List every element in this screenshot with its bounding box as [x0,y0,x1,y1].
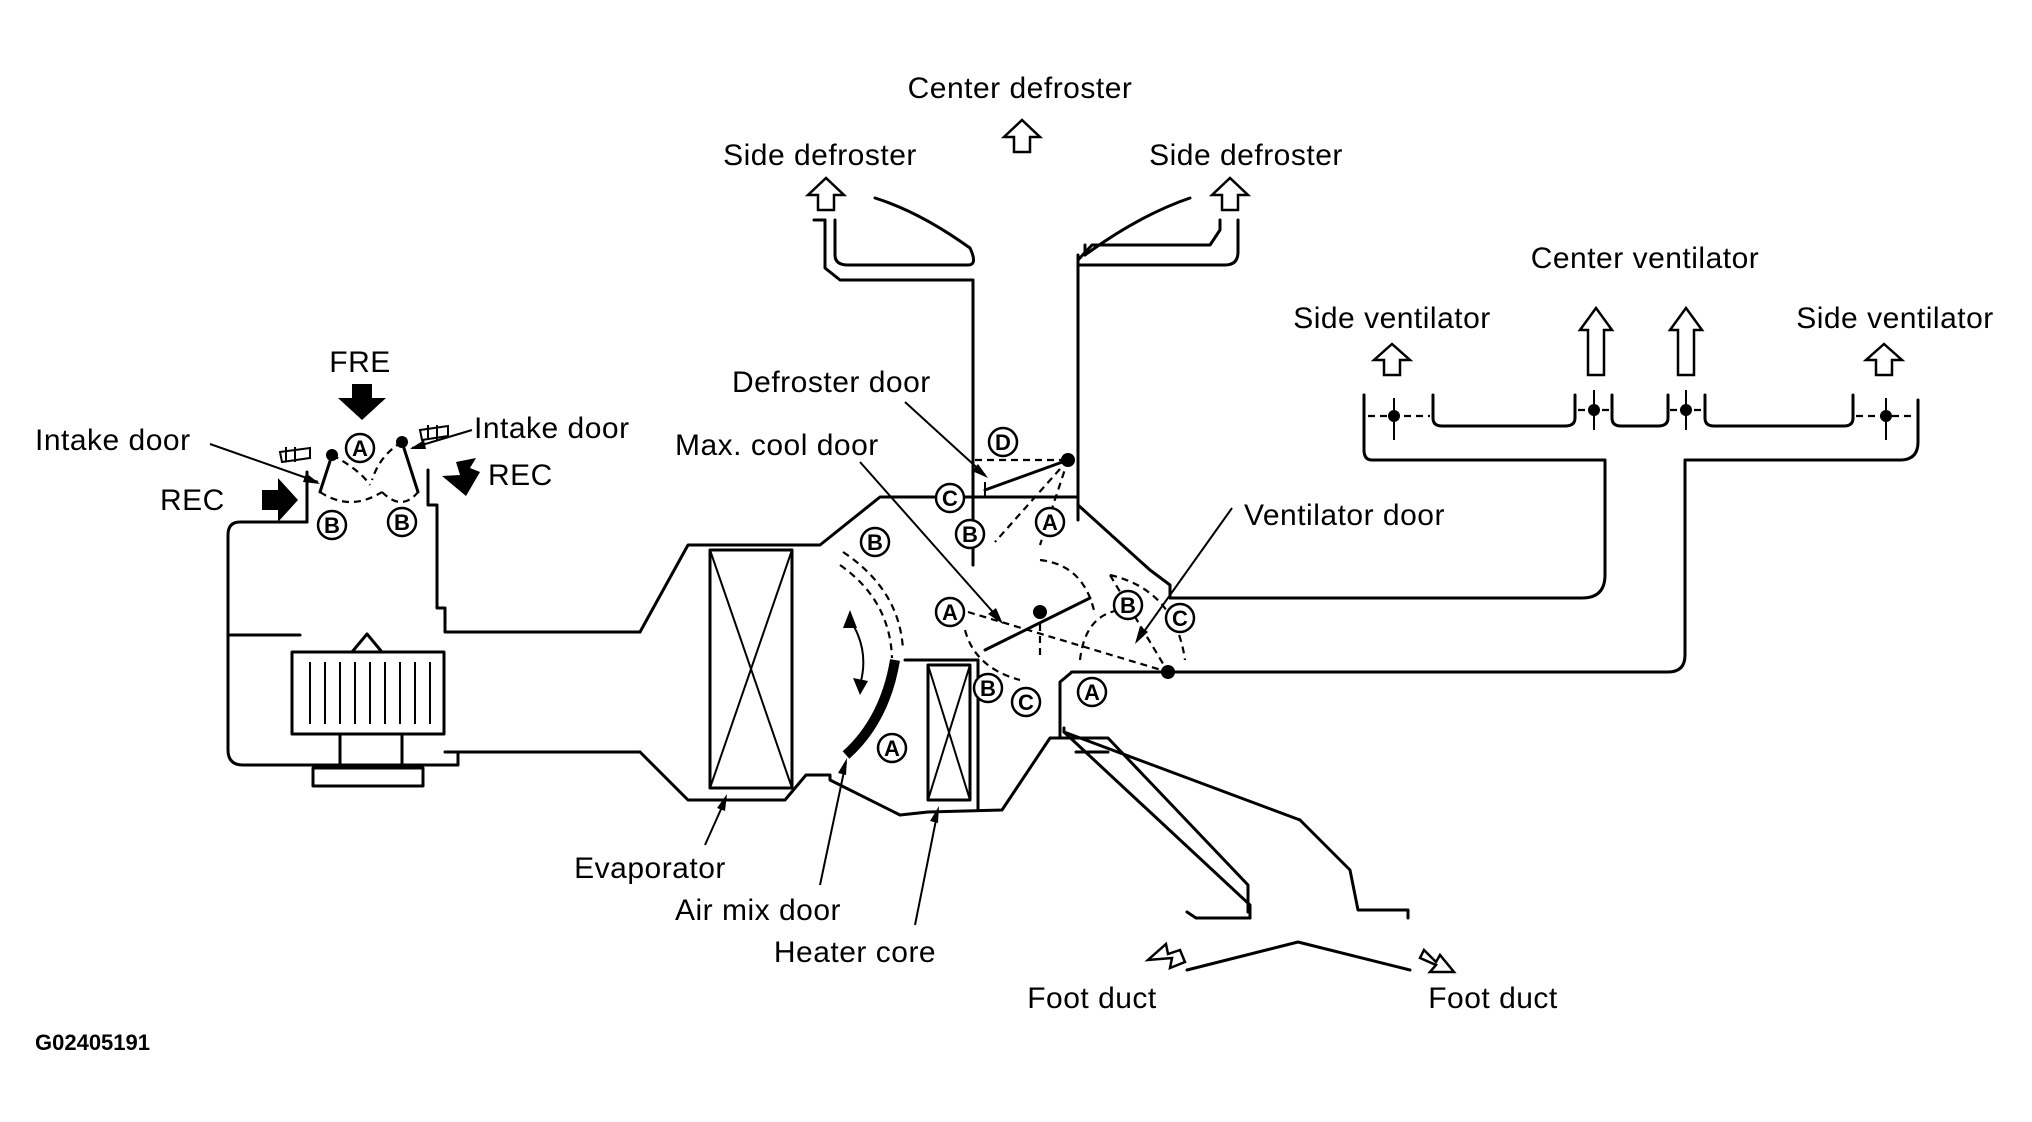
svg-text:B: B [867,530,883,555]
label-intake-door-right: Intake door [474,412,630,445]
badge-vent-b: B [1112,589,1144,621]
badge-defroster-c: C [934,482,966,514]
label-rec-left: REC [160,484,225,517]
svg-text:A: A [884,736,900,761]
svg-text:C: C [1018,690,1034,715]
svg-text:B: B [1120,593,1136,618]
foot-duct-right-arrow-icon [1418,947,1457,974]
fre-arrow-icon [338,384,386,420]
foot-duct-left-arrow-icon [1144,941,1187,971]
badge-maxcool-b: B [972,672,1004,704]
side-defroster-left-arrow-icon [804,176,848,212]
badge-vent-a: A [1076,676,1108,708]
blower-unit [226,424,642,788]
label-side-defroster-right: Side defroster [1149,139,1343,172]
heater-core-block [926,663,972,802]
label-rec-right: REC [488,459,553,492]
leader-lines [209,401,1233,926]
rec-left-arrow-icon [262,478,298,522]
label-max-cool-door: Max. cool door [675,429,879,462]
svg-text:C: C [1172,606,1188,631]
intake-door-right-shape [370,436,420,504]
svg-text:B: B [980,676,996,701]
badge-airmix-b: B [859,526,891,558]
badge-maxcool-c: C [1010,686,1042,718]
svg-text:B: B [394,510,410,535]
badge-intake-a: A [344,432,376,464]
badge-airmix-a: A [876,732,908,764]
label-intake-door-left: Intake door [35,424,191,457]
label-side-ventilator-left: Side ventilator [1293,302,1491,335]
svg-text:B: B [324,513,340,538]
label-heater-core: Heater core [774,936,936,969]
side-ventilator-right-arrow-icon [1862,342,1906,377]
badge-vent-c: C [1164,602,1196,634]
label-foot-duct-left: Foot duct [1027,982,1157,1015]
labels: Center defroster Side defroster Side def… [35,72,1994,1055]
side-defroster-right-arrow-icon [1208,176,1252,212]
svg-text:B: B [962,522,978,547]
side-ventilator-left-arrow-icon [1370,342,1414,377]
evaporator-core [708,548,794,790]
label-center-ventilator: Center ventilator [1531,242,1760,275]
rec-right-arrow-icon [442,458,480,496]
label-side-defroster-left: Side defroster [723,139,917,172]
svg-text:D: D [995,430,1011,455]
svg-text:C: C [942,486,958,511]
label-evaporator: Evaporator [574,852,726,885]
svg-text:A: A [942,600,958,625]
blower-fan-blades [309,662,431,724]
label-center-defroster: Center defroster [908,72,1133,105]
center-defroster-arrow-icon [1000,118,1044,154]
badge-defroster-a: A [1034,506,1066,538]
badge-intake-b-left: B [316,509,348,541]
svg-text:A: A [1042,510,1058,535]
badge-defroster-b: B [954,518,986,550]
vent-dampers [1368,390,1915,440]
position-badges: A B B B A D C B [316,426,1196,764]
figure-code: G02405191 [35,1030,150,1055]
ventilator-door-shape [1070,573,1187,679]
label-defroster-door: Defroster door [732,366,931,399]
label-fre: FRE [329,346,391,379]
badge-maxcool-a: A [934,596,966,628]
badge-defroster-d: D [987,426,1019,458]
max-cool-door-shape [963,558,1169,682]
label-air-mix-door: Air mix door [675,894,841,927]
label-foot-duct-right: Foot duct [1428,982,1558,1015]
svg-text:A: A [1084,680,1100,705]
badge-intake-b-right: B [386,506,418,538]
intake-door-left-shape [318,449,383,503]
svg-text:A: A [352,436,368,461]
center-ventilator-left-arrow-icon [1577,305,1615,377]
center-ventilator-right-arrow-icon [1667,305,1705,377]
label-ventilator-door: Ventilator door [1244,499,1445,532]
air-mix-door-shape [839,551,905,759]
label-side-ventilator-right: Side ventilator [1796,302,1994,335]
